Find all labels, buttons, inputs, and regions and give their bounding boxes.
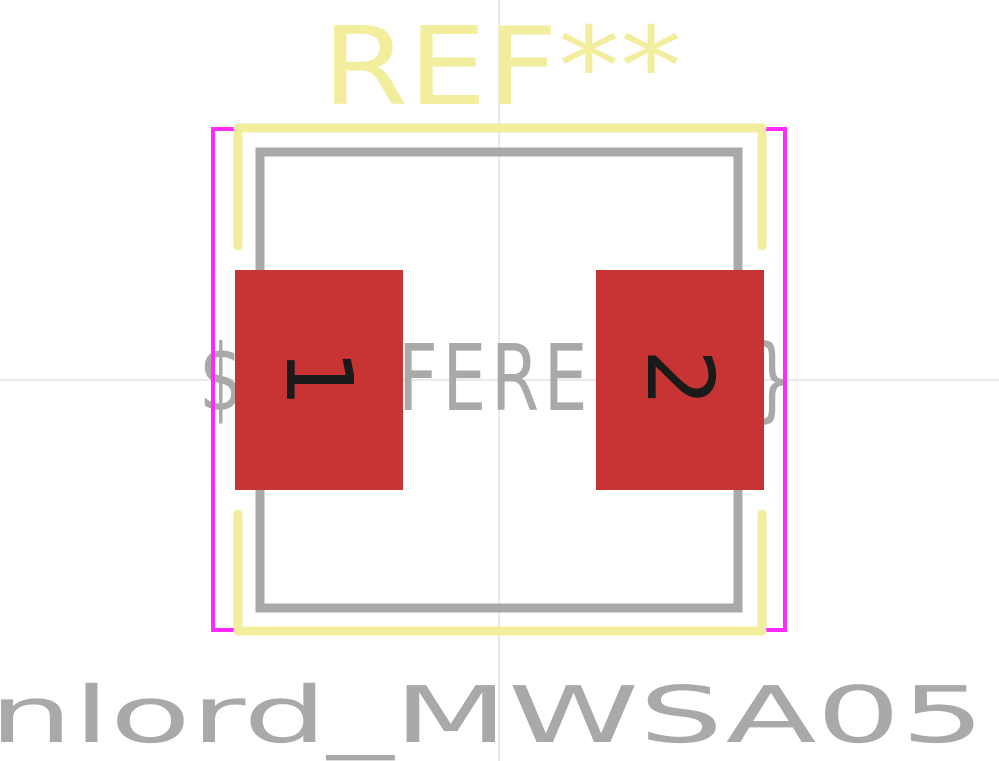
silkscreen-outline bbox=[233, 123, 767, 636]
reference-designator: REF** bbox=[322, 5, 682, 130]
value-text: unlord_MWSA05 bbox=[0, 671, 985, 761]
pad-2[interactable] bbox=[596, 270, 764, 490]
pad-2-number: 2 bbox=[626, 349, 733, 408]
pad-1[interactable] bbox=[235, 270, 403, 490]
pad-1-number: 1 bbox=[265, 349, 372, 408]
